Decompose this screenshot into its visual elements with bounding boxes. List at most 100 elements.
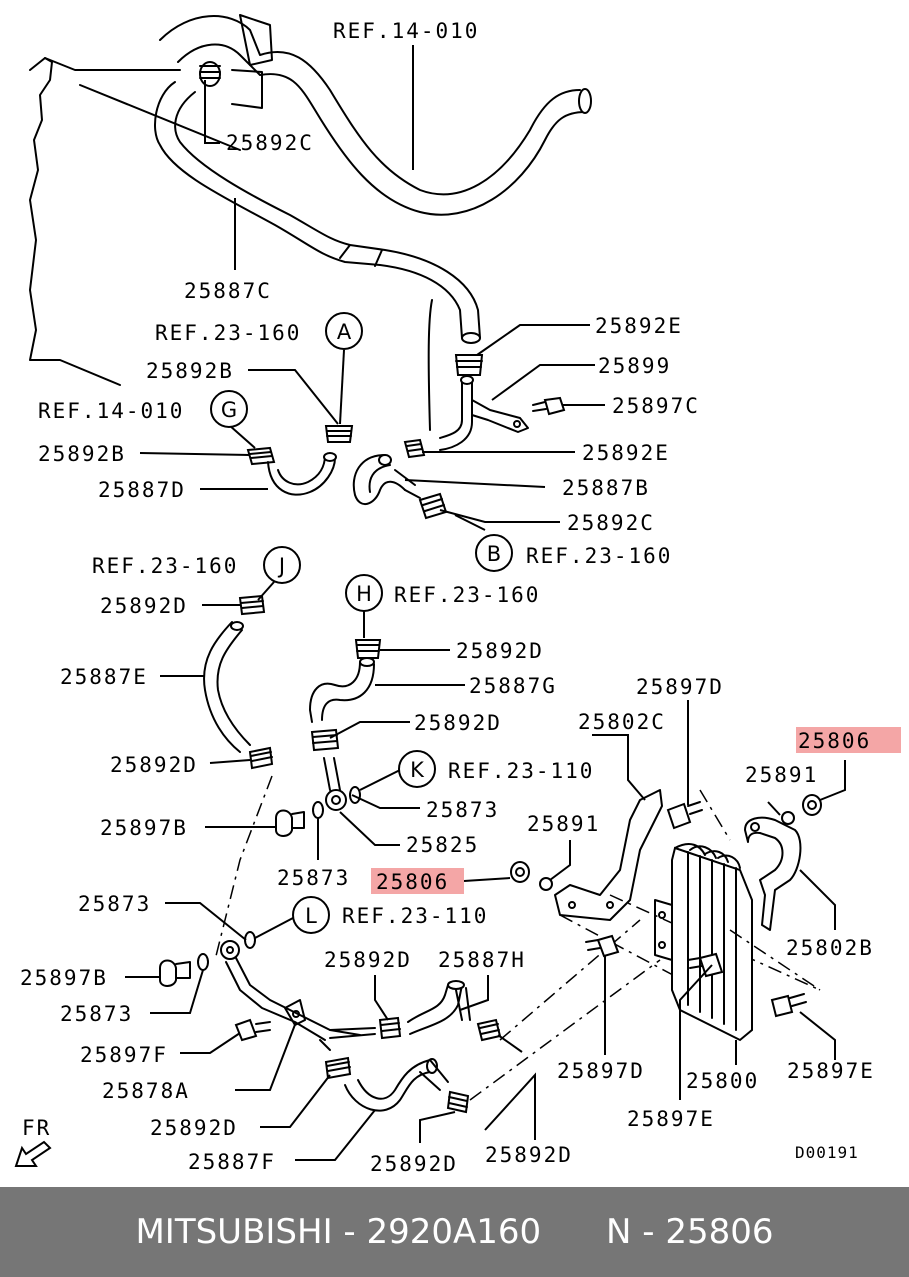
label-ref14010-top: REF.14-010 bbox=[333, 19, 479, 43]
ref-circle-a: A bbox=[325, 312, 363, 350]
label-25892e-2: 25892E bbox=[582, 441, 670, 465]
hose-25887e bbox=[203, 621, 251, 753]
footer-ref-number: N - 25806 bbox=[606, 1212, 774, 1252]
collar-25891-mid bbox=[539, 877, 553, 891]
part-labels: REF.14-010 25892C 25887C REF.23-160 2589… bbox=[20, 19, 875, 1176]
label-25897b-2: 25897B bbox=[20, 966, 108, 990]
label-25887d: 25887D bbox=[98, 478, 186, 502]
label-25825: 25825 bbox=[406, 833, 479, 857]
label-ref23160-a: REF.23-160 bbox=[155, 321, 301, 345]
ref-circle-h: H bbox=[345, 574, 383, 612]
highlight-25806-top bbox=[796, 727, 901, 753]
svg-text:J: J bbox=[277, 554, 285, 578]
label-25887g: 25887G bbox=[469, 674, 557, 698]
pipe-25899 bbox=[439, 375, 529, 451]
parts-diagram: A G B J H K L REF.14-010 25892C 25887C R… bbox=[14, 14, 901, 1176]
label-25897d-top: 25897D bbox=[636, 675, 724, 699]
front-arrow-icon bbox=[14, 1140, 52, 1167]
hose-25887b bbox=[352, 454, 421, 505]
label-ref23160-b: REF.23-160 bbox=[526, 544, 672, 568]
label-25873-a: 25873 bbox=[426, 798, 499, 822]
label-25892d-b2: 25892D bbox=[370, 1152, 458, 1176]
footer-sep-1: - bbox=[332, 1212, 367, 1252]
label-25891-l: 25891 bbox=[527, 812, 600, 836]
bolt-25897b-1 bbox=[275, 809, 305, 837]
label-ref23160-j: REF.23-160 bbox=[92, 554, 238, 578]
label-25802b: 25802B bbox=[786, 936, 874, 960]
hose-25887g bbox=[309, 657, 375, 723]
union-25825 bbox=[323, 757, 361, 811]
label-25887h: 25887H bbox=[438, 948, 526, 972]
clamp-25892b-g bbox=[246, 446, 276, 466]
label-25800: 25800 bbox=[686, 1069, 759, 1093]
clamp-25892c-lower bbox=[418, 492, 448, 520]
label-25806-top: 25806 bbox=[798, 729, 871, 753]
label-25802c: 25802C bbox=[578, 710, 666, 734]
label-ref23110-k: REF.23-110 bbox=[448, 759, 594, 783]
label-25897f: 25897F bbox=[80, 1043, 168, 1067]
label-25887b: 25887B bbox=[562, 476, 650, 500]
label-25892d-j: 25892D bbox=[100, 594, 188, 618]
label-25806-mid: 25806 bbox=[376, 870, 449, 894]
clamp-25892d-j bbox=[238, 594, 266, 616]
ref-circle-b: B bbox=[475, 534, 513, 572]
label-25892b-2: 25892B bbox=[38, 442, 126, 466]
label-drawing-id: D00191 bbox=[795, 1143, 859, 1162]
label-25891-r: 25891 bbox=[745, 763, 818, 787]
label-25892d-h: 25892D bbox=[456, 639, 544, 663]
bracket-25802b bbox=[744, 816, 802, 931]
ref-circle-l: L bbox=[292, 896, 330, 934]
label-25892c-top: 25892C bbox=[226, 131, 314, 155]
label-25892d-e: 25892D bbox=[414, 711, 502, 735]
clamp-25892d-r bbox=[476, 1018, 502, 1042]
bolt-25897e-right bbox=[770, 993, 807, 1018]
label-25897b-1: 25897B bbox=[100, 816, 188, 840]
clamp-25892d-b2 bbox=[446, 1090, 470, 1114]
label-25899: 25899 bbox=[598, 354, 671, 378]
clamp-25892d-b1 bbox=[324, 1056, 352, 1080]
cooler-line bbox=[220, 940, 376, 1051]
bolt-25897d-top bbox=[666, 801, 703, 830]
highlight-25806-mid bbox=[371, 868, 464, 894]
svg-text:B: B bbox=[487, 542, 501, 566]
footer-gap bbox=[541, 1212, 606, 1252]
label-25892d-b1: 25892D bbox=[150, 1116, 238, 1140]
hose-25887f bbox=[344, 1058, 449, 1112]
rubber-25806-mid bbox=[510, 861, 530, 883]
hose-25887d bbox=[267, 452, 337, 496]
radiator-outline bbox=[29, 57, 241, 386]
label-25873-b: 25873 bbox=[277, 866, 350, 890]
hose-25887c bbox=[154, 81, 481, 344]
label-25887f: 25887F bbox=[188, 1150, 276, 1174]
washer-25873-c bbox=[244, 931, 256, 949]
clamp-25892d-e bbox=[310, 728, 340, 752]
label-ref23160-h: REF.23-160 bbox=[394, 583, 540, 607]
label-ref23110-l: REF.23-110 bbox=[342, 904, 488, 928]
bolt-25897b-2 bbox=[159, 959, 191, 987]
svg-text:A: A bbox=[337, 320, 352, 344]
label-25878a: 25878A bbox=[102, 1079, 190, 1103]
bolt-25897d-bottom bbox=[585, 934, 620, 958]
footer-bar: MITSUBISHI - 2920A160 N - 25806 bbox=[0, 1187, 909, 1277]
label-25887c: 25887C bbox=[184, 279, 272, 303]
footer-part-number: 2920A160 bbox=[366, 1212, 542, 1252]
label-25892d-b3: 25892D bbox=[485, 1143, 573, 1167]
hose-25887h bbox=[407, 980, 471, 1035]
oil-cooler-25800 bbox=[654, 843, 753, 1042]
label-25892b-1: 25892B bbox=[146, 359, 234, 383]
label-ref14010-g: REF.14-010 bbox=[38, 399, 184, 423]
label-25892d-g: 25892D bbox=[110, 753, 198, 777]
svg-text:L: L bbox=[305, 904, 317, 928]
upper-hose-ref bbox=[159, 14, 592, 216]
bolt-25897c bbox=[532, 396, 566, 416]
label-25892e-1: 25892E bbox=[595, 314, 683, 338]
clamp-25892d-g bbox=[248, 746, 274, 770]
svg-text:K: K bbox=[410, 758, 425, 782]
ref-circle-j: J bbox=[263, 546, 301, 584]
label-25897e-r: 25897E bbox=[787, 1059, 875, 1083]
clamp-25892d-m bbox=[378, 1016, 402, 1040]
clamp-25892b-a bbox=[324, 425, 354, 443]
washer-25873-a bbox=[312, 801, 324, 819]
rubber-25806-top bbox=[802, 794, 822, 816]
collar-25891-top bbox=[781, 811, 795, 825]
